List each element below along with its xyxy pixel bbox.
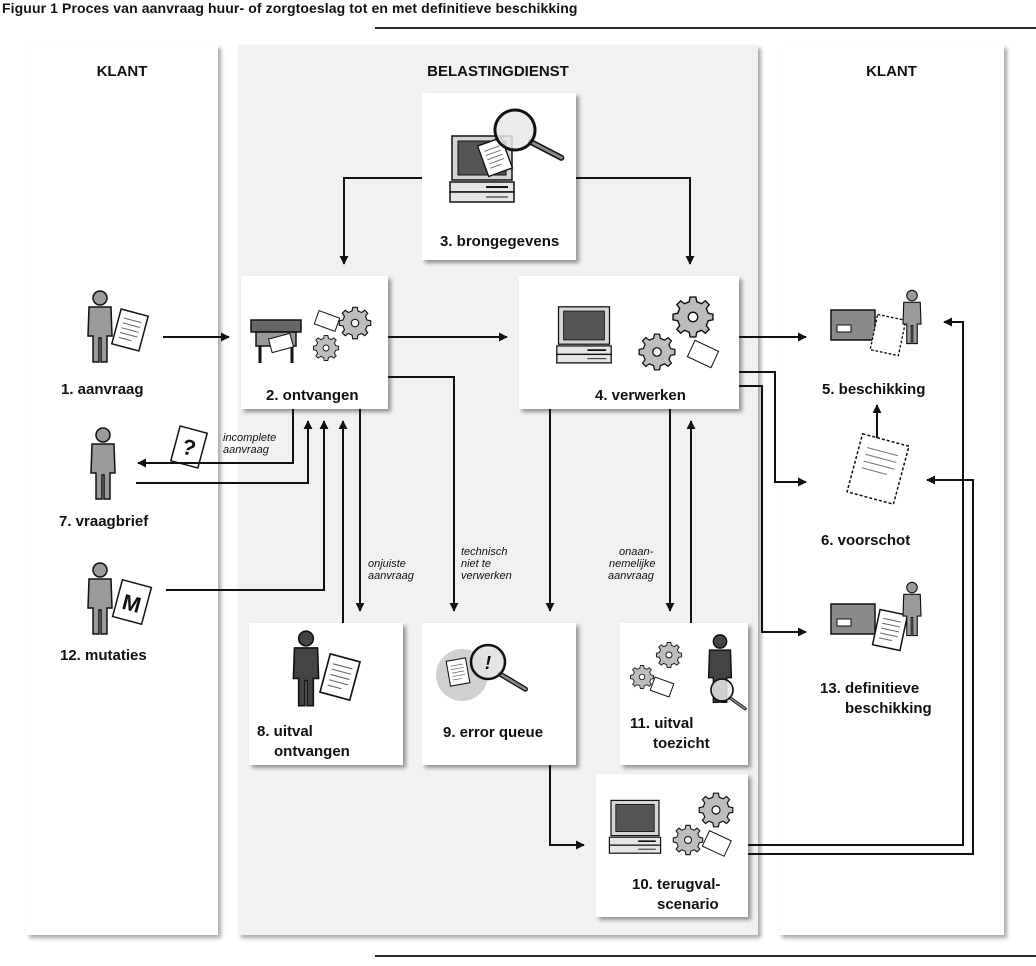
- envelope-icon: [830, 309, 876, 341]
- mailbox-icon: [250, 319, 302, 363]
- gears-icon: [672, 792, 734, 857]
- arrow-verwerken-to-definitieve-beschikking: [739, 385, 807, 637]
- question-glyph: ?: [179, 434, 198, 462]
- person-icon: [902, 581, 922, 637]
- label-uitval-ontvangen-1: 8. uitval: [257, 723, 313, 740]
- arrow-terugvalscenario-to-beschikking: [748, 317, 964, 846]
- arrow-error-queue-to-terugvalscenario: [549, 765, 585, 850]
- document-icon: [111, 308, 149, 352]
- gears-icon: [630, 641, 683, 698]
- error-glyph: !: [485, 652, 491, 673]
- arrow-mutaties-to-ontvangen: [166, 420, 329, 591]
- figure-title: Figuur 1 Proces van aanvraag huur- of zo…: [2, 0, 578, 16]
- note-onaannemelijke-2: nemelijke: [609, 558, 656, 570]
- gears-icon: [312, 306, 372, 362]
- computer-icon: [608, 799, 662, 855]
- arrow-brongegevens-to-verwerken: [576, 177, 695, 265]
- lane-title-klant-right: KLANT: [866, 63, 917, 80]
- person-icon: [902, 289, 922, 345]
- label-mutaties: 12. mutaties: [60, 647, 147, 664]
- box-error-queue: [422, 623, 576, 765]
- note-technisch-3: verwerken: [461, 570, 512, 582]
- note-technisch-1: technisch: [461, 546, 508, 558]
- note-onjuiste-2: aanvraag: [368, 570, 414, 582]
- document-icon: [319, 653, 361, 701]
- arrow-verwerken-to-voorschot: [739, 371, 807, 487]
- label-voorschot: 6. voorschot: [821, 532, 911, 549]
- arrow-vraagbrief-to-ontvangen: [136, 420, 313, 484]
- note-onaannemelijke-3: aanvraag: [608, 570, 654, 582]
- person-icon: [87, 290, 113, 363]
- arrow-terugvalscenario-to-voorschot: [748, 475, 974, 855]
- note-onaannemelijke-1: onaan-: [619, 546, 654, 558]
- person-icon: [90, 427, 116, 500]
- arrow-ontvangen-to-error-queue: [388, 376, 459, 612]
- gears-icon: [638, 296, 720, 371]
- label-beschikking: 5. beschikking: [822, 381, 926, 398]
- computer-icon: [555, 305, 613, 364]
- label-definitieve-beschikking-1: 13. definitieve: [820, 680, 920, 697]
- note-onjuiste-1: onjuiste: [368, 558, 406, 570]
- magnifier-icon: [709, 677, 747, 711]
- box-verwerken: [519, 276, 739, 409]
- label-uitval-toezicht-1: 11. uitval: [630, 715, 694, 732]
- label-error-queue: 9. error queue: [443, 724, 544, 741]
- label-vraagbrief: 7. vraagbrief: [59, 513, 149, 530]
- bottom-rule: [375, 955, 1036, 957]
- lane-klant-left: KLANT: [26, 45, 218, 935]
- mutation-document-icon: M: [111, 578, 153, 626]
- label-definitieve-beschikking-2: beschikking: [845, 700, 932, 717]
- label-terugvalscenario-2: scenario: [657, 896, 719, 913]
- person-icon: [87, 562, 113, 635]
- person-icon: [292, 630, 320, 707]
- label-uitval-toezicht-2: toezicht: [653, 735, 710, 752]
- arrow-brongegevens-to-ontvangen: [339, 177, 422, 265]
- voorschot-document-icon: [846, 432, 910, 506]
- note-technisch-2: niet te: [461, 558, 491, 570]
- document-icon: [871, 608, 909, 652]
- question-document-icon: ?: [169, 425, 209, 469]
- lane-title-belastingdienst: BELASTINGDIENST: [427, 63, 569, 80]
- envelope-icon: [830, 603, 876, 635]
- lane-title-klant-left: KLANT: [96, 63, 148, 80]
- label-brongegevens: 3. brongegevens: [440, 233, 560, 250]
- label-aanvraag: 1. aanvraag: [61, 381, 144, 398]
- note-incomplete-2: aanvraag: [223, 444, 269, 456]
- label-ontvangen: 2. ontvangen: [266, 387, 359, 404]
- label-verwerken: 4. verwerken: [595, 387, 686, 404]
- label-uitval-ontvangen-2: ontvangen: [274, 743, 350, 760]
- top-rule: [375, 27, 1036, 29]
- arrow-ontvangen-to-vraagbrief: [137, 409, 294, 468]
- note-incomplete-1: incomplete: [223, 432, 277, 444]
- label-terugvalscenario-1: 10. terugval-: [632, 876, 721, 893]
- error-queue-icon: !: [436, 643, 528, 701]
